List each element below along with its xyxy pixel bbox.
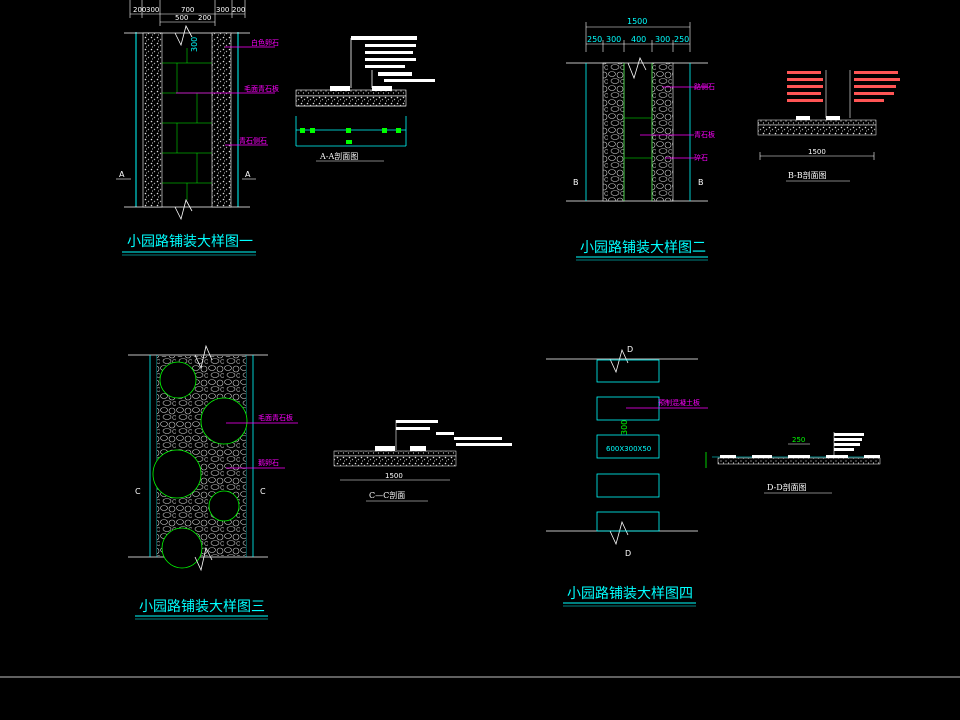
detail-1-label-2: 毛面青石板 xyxy=(244,84,279,93)
section-d-title: D-D剖面图 xyxy=(767,482,807,492)
detail-1-mark-right: A xyxy=(245,170,251,179)
detail-1-dim-5: 200 xyxy=(232,6,245,14)
section-b-title: B-B剖面图 xyxy=(788,170,827,180)
detail-3-label-1: 毛面青石板 xyxy=(258,413,293,422)
detail-1-dims xyxy=(129,0,246,26)
detail-3: 毛面青石板 鹅卵石 C C 小园路铺装大样图三 xyxy=(128,344,298,620)
detail-1-dim-6: 500 xyxy=(175,14,188,22)
detail-2-title: 小园路铺装大样图二 xyxy=(580,240,706,256)
detail-1-title: 小园路铺装大样图一 xyxy=(127,234,253,250)
detail-2-dim-4: 300 xyxy=(655,35,670,44)
detail-2-label-2: 青石板 xyxy=(694,130,715,139)
detail-4-dim-vertical: 300 xyxy=(620,420,629,435)
section-d-d: 250 D-D剖面图 xyxy=(705,432,881,494)
detail-2-label-3: 碎石 xyxy=(694,153,708,162)
detail-4: 600X300X50 300 预制混凝土板 D D 小园路铺装大样图四 xyxy=(546,345,708,607)
section-c-title: C—C剖面 xyxy=(369,490,405,500)
detail-1-gravel-right xyxy=(211,32,232,208)
detail-2-mark-right: B xyxy=(698,178,704,187)
detail-1-dim-2: 300 xyxy=(146,6,159,14)
detail-4-mark-bottom: D xyxy=(625,549,631,558)
detail-1: 200 300 700 300 200 500 200 xyxy=(116,0,279,256)
detail-1-label-3: 青石侧石 xyxy=(239,136,267,145)
detail-2-dim-1: 250 xyxy=(587,35,602,44)
detail-2-label-1: 路侧石 xyxy=(694,82,715,91)
detail-1-mark-left: A xyxy=(119,170,125,179)
detail-1-dim-3: 700 xyxy=(181,6,194,14)
detail-4-slab-label: 600X300X50 xyxy=(606,445,651,453)
section-c-c: 1500 C—C剖面 xyxy=(333,420,512,502)
detail-2-pebbles-right xyxy=(651,62,674,202)
detail-2-dim-total: 1500 xyxy=(627,17,647,26)
detail-2-dim-5: 250 xyxy=(674,35,689,44)
detail-1-label-1: 白色卵石 xyxy=(251,38,279,47)
section-a-title: A-A剖面图 xyxy=(319,151,358,161)
detail-2: 1500 250 300 400 300 250 路侧石 青石板 碎石 B B … xyxy=(566,17,715,261)
detail-3-mark-left: C xyxy=(135,487,141,496)
detail-1-paving xyxy=(162,48,212,200)
section-d-dim: 250 xyxy=(792,436,805,444)
detail-2-dim-2: 300 xyxy=(606,35,621,44)
detail-2-pebbles-left xyxy=(602,62,625,202)
section-b-dim: 1500 xyxy=(808,148,826,156)
section-b-b: 1500 B-B剖面图 xyxy=(757,70,900,182)
detail-4-label-1: 预制混凝土板 xyxy=(658,398,700,407)
detail-4-title: 小园路铺装大样图四 xyxy=(567,586,693,602)
detail-4-mark-top: D xyxy=(627,345,633,354)
section-c-dim: 1500 xyxy=(385,472,403,480)
detail-2-dim-3: 400 xyxy=(631,35,646,44)
detail-1-dim-4: 300 xyxy=(216,6,229,14)
detail-3-title: 小园路铺装大样图三 xyxy=(139,599,265,615)
detail-1-dim-vertical: 300 xyxy=(190,37,199,52)
detail-3-mark-right: C xyxy=(260,487,266,496)
detail-1-dim-1: 200 xyxy=(133,6,146,14)
section-a-a: A-A剖面图 xyxy=(295,36,435,162)
detail-1-dim-7: 200 xyxy=(198,14,211,22)
detail-3-label-2: 鹅卵石 xyxy=(258,458,279,467)
detail-2-mark-left: B xyxy=(573,178,579,187)
detail-1-gravel-left xyxy=(142,32,163,208)
